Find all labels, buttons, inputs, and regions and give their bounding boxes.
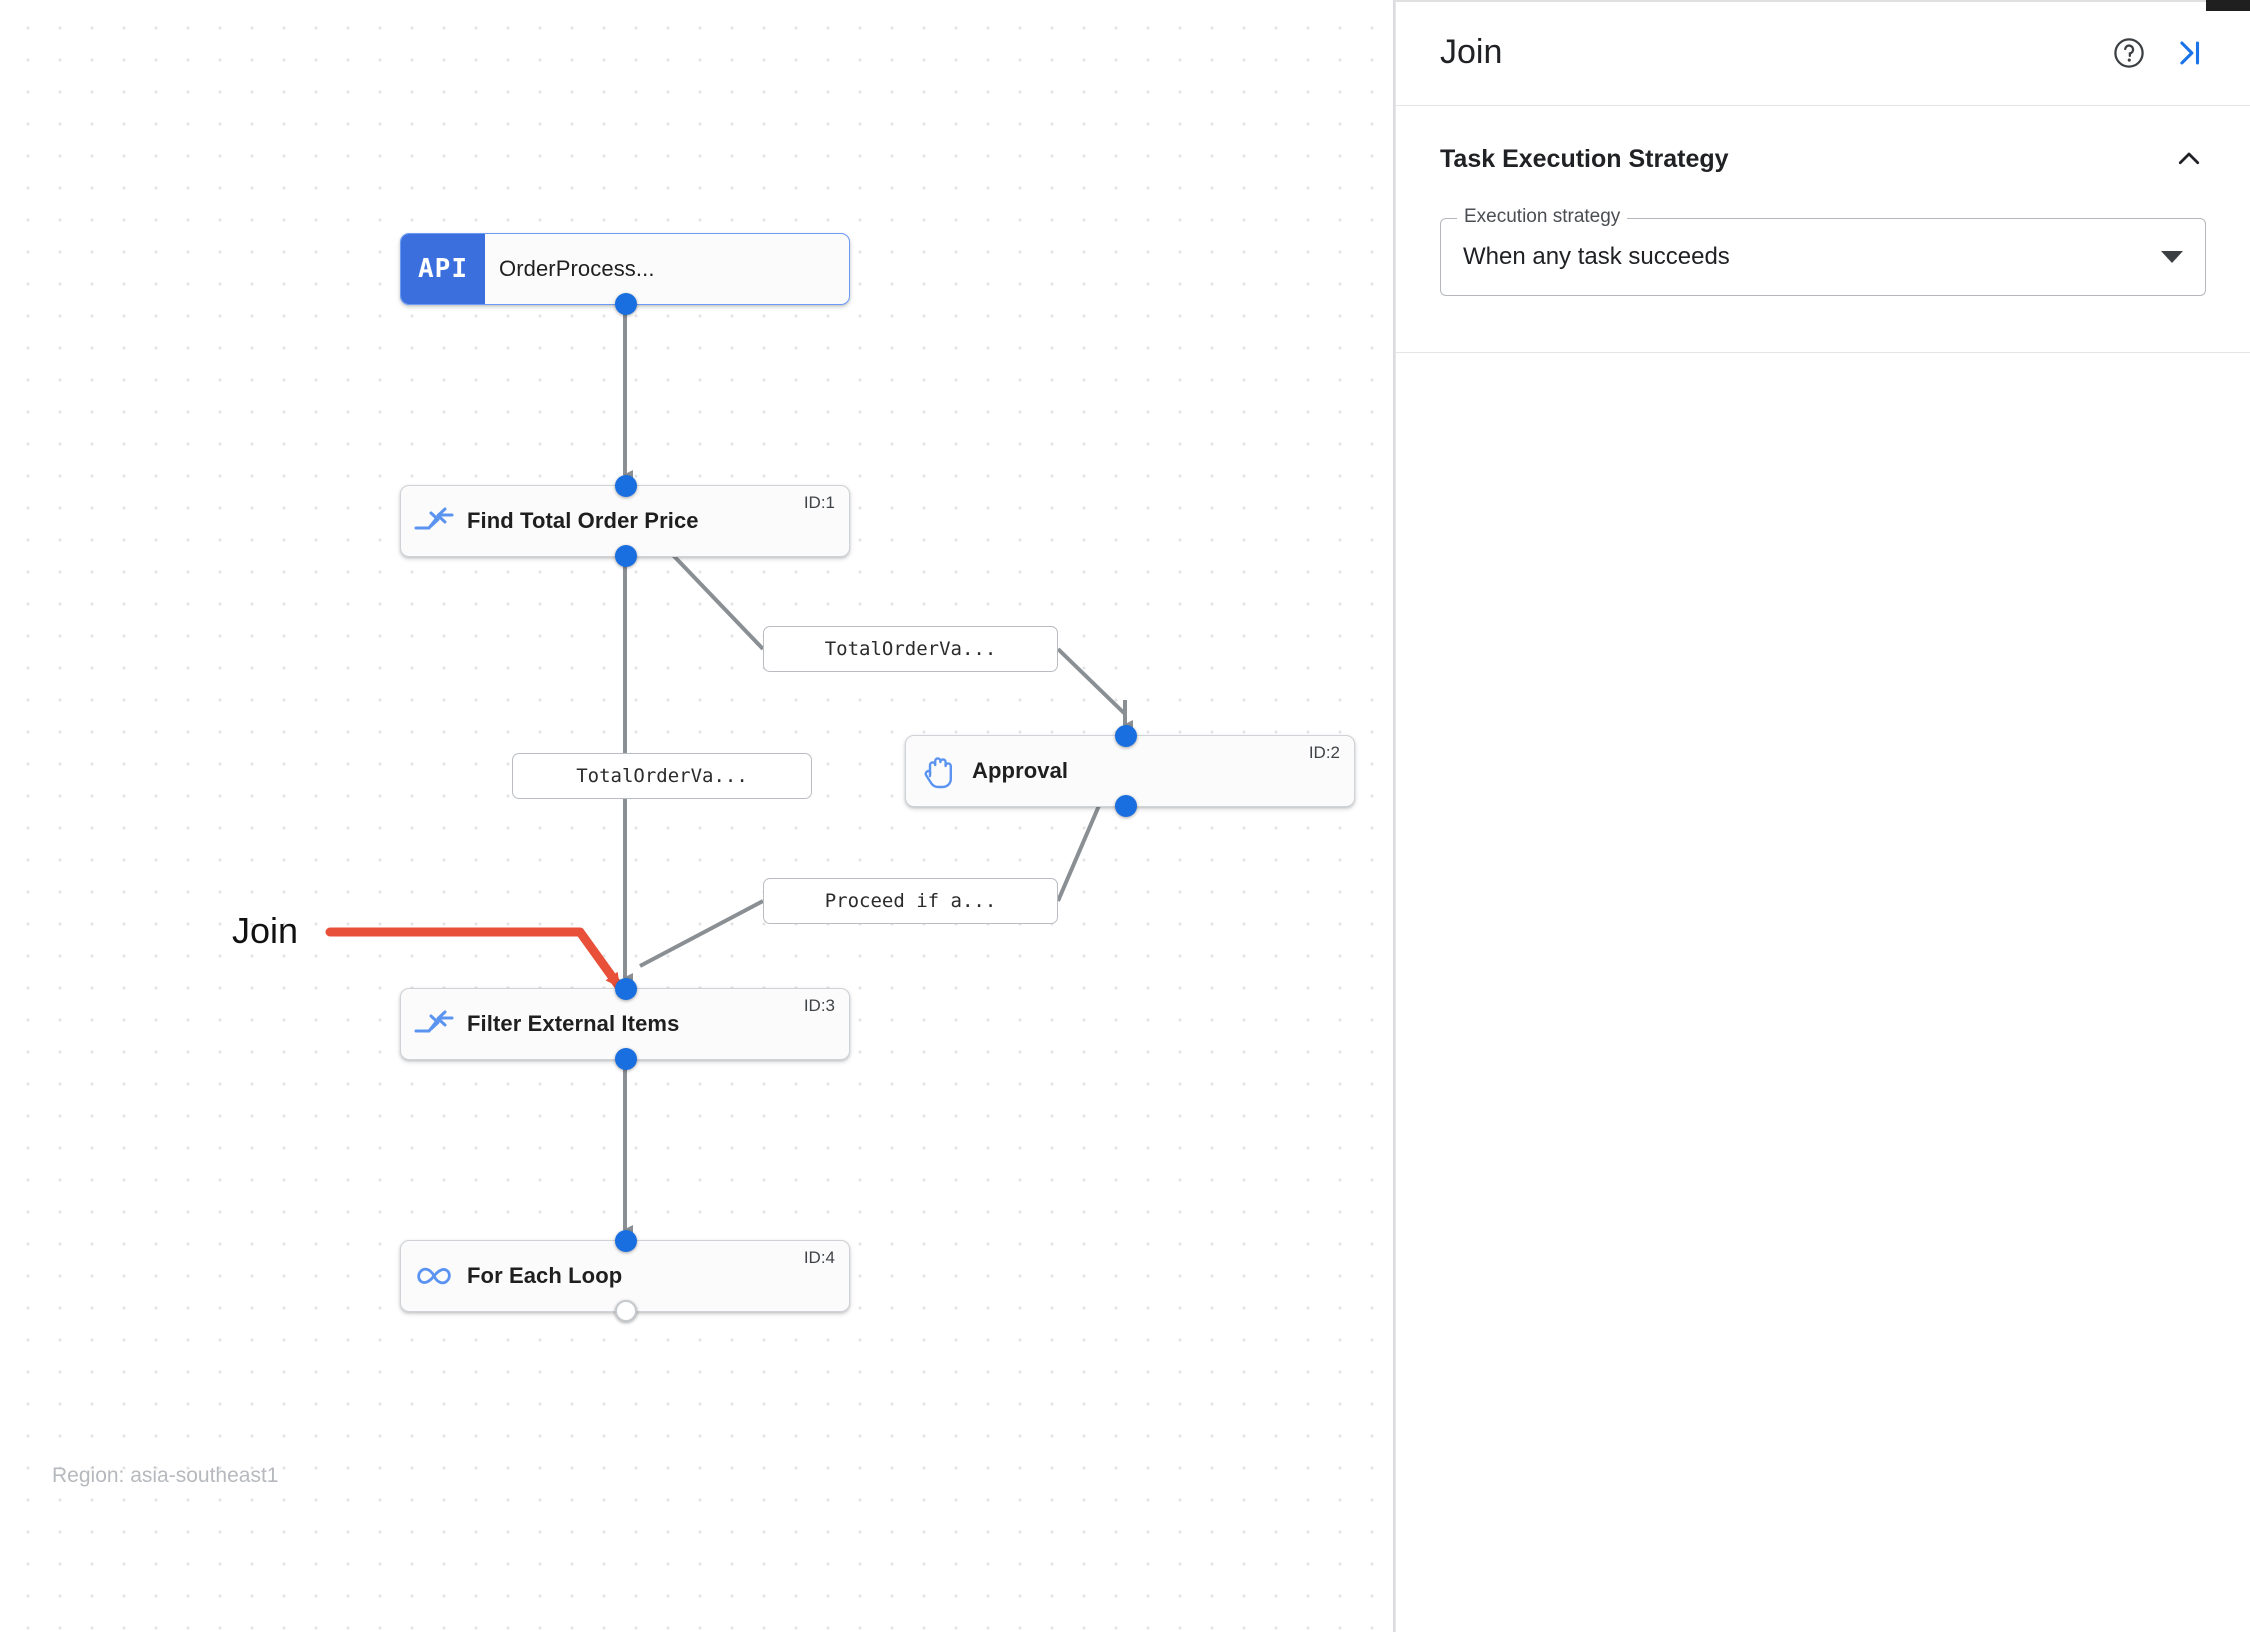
properties-panel: Join Task Execution Strategy: [1395, 0, 2250, 1632]
node-id-label: ID:4: [803, 1248, 835, 1267]
node-input-port[interactable]: [615, 978, 637, 1000]
chevron-down-icon[interactable]: [2161, 251, 2183, 263]
collapse-right-icon[interactable]: [2166, 30, 2212, 76]
execution-strategy-select[interactable]: Execution strategy When any task succeed…: [1440, 206, 2206, 296]
node-output-port[interactable]: [615, 293, 637, 315]
node-find-total-order-price[interactable]: Find Total Order Price ID:1: [400, 475, 850, 567]
section-task-execution-strategy[interactable]: Task Execution Strategy: [1440, 142, 2206, 184]
panel-title: Join: [1440, 33, 1503, 71]
merge-arrows-icon: [401, 486, 467, 556]
node-title: Find Total Order Price: [467, 508, 699, 533]
node-approval[interactable]: Approval ID:2: [905, 725, 1355, 817]
node-filter-external-items[interactable]: Filter External Items ID:3: [400, 978, 850, 1070]
node-output-port[interactable]: [1115, 795, 1137, 817]
api-badge-icon: API: [401, 234, 485, 304]
window-corner-decoration: [2206, 0, 2250, 11]
node-output-port[interactable]: [615, 545, 637, 567]
region-label: Region: asia-southeast1: [52, 1464, 279, 1487]
node-id-label: ID:3: [803, 996, 835, 1015]
chevron-up-icon[interactable]: [2172, 142, 2206, 176]
edge-label[interactable]: TotalOrderVa...: [512, 753, 812, 799]
edge-label[interactable]: TotalOrderVa...: [763, 626, 1058, 672]
node-output-port[interactable]: [615, 1048, 637, 1070]
node-input-port[interactable]: [615, 1230, 637, 1252]
annotation-label-join: Join: [232, 910, 299, 951]
node-input-port[interactable]: [615, 475, 637, 497]
canvas-panel-divider: [1393, 0, 1395, 1632]
node-for-each-loop[interactable]: For Each Loop ID:4: [400, 1230, 850, 1322]
panel-header: Join: [1396, 0, 2250, 106]
execution-strategy-label: Execution strategy: [1457, 206, 1628, 228]
node-loop-output-port[interactable]: [615, 1300, 637, 1322]
node-title: Filter External Items: [467, 1011, 680, 1036]
panel-body: Task Execution Strategy Execution strate…: [1396, 106, 2250, 296]
panel-top-border: [1396, 0, 2250, 2]
panel-section-divider: [1396, 352, 2250, 353]
node-id-label: ID:2: [1308, 743, 1340, 762]
merge-arrows-icon: [401, 989, 467, 1059]
workflow-canvas[interactable]: API OrderProcess... Find Total Order Pri…: [0, 0, 1395, 1632]
execution-strategy-value: When any task succeeds: [1463, 243, 1730, 270]
help-circle-icon[interactable]: [2106, 30, 2152, 76]
node-id-label: ID:1: [803, 493, 835, 512]
edge-label[interactable]: Proceed if a...: [763, 878, 1058, 924]
node-title: OrderProcess...: [499, 256, 655, 281]
hand-icon: [906, 736, 972, 806]
node-title: For Each Loop: [467, 1263, 623, 1288]
node-order-process[interactable]: API OrderProcess...: [400, 233, 850, 315]
section-title: Task Execution Strategy: [1440, 144, 1729, 173]
node-title: Approval: [972, 758, 1069, 783]
infinity-icon: [401, 1241, 467, 1311]
node-input-port[interactable]: [1115, 725, 1137, 747]
